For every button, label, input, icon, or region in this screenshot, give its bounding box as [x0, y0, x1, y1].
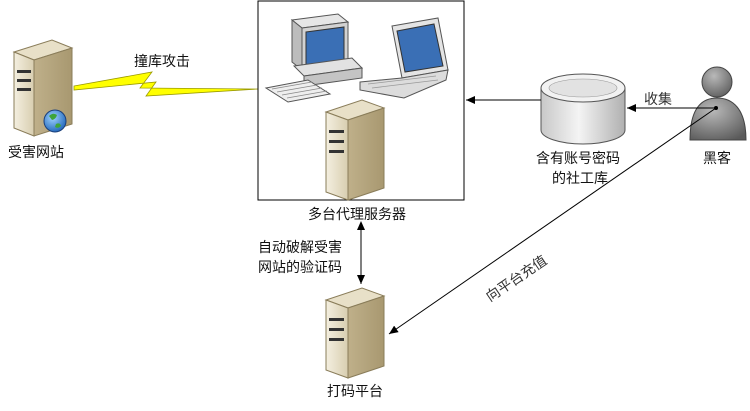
social-db-label-line2: 的社工库	[552, 171, 608, 187]
lightning-bolt-icon	[73, 71, 259, 97]
desktop-computer-icon	[264, 13, 364, 103]
captcha-server-icon	[324, 287, 386, 379]
hacker-icon	[689, 66, 747, 141]
hacker-to-captcha-arrow	[388, 107, 717, 335]
social-db-label-line1: 含有账号密码	[536, 150, 620, 167]
captcha-platform-label: 打码平台	[327, 383, 383, 400]
database-icon	[540, 73, 626, 145]
laptop-icon	[359, 17, 449, 99]
captcha-crack-label-line2: 网站的验证码	[258, 260, 342, 276]
recharge-label: 向平台充值	[483, 253, 550, 305]
victim-site-label: 受害网站	[8, 145, 64, 161]
proxy-servers-box	[257, 0, 465, 201]
victim-server-icon	[12, 39, 74, 137]
proxy-server-icon	[324, 99, 386, 201]
hacker-origin-dot	[714, 106, 718, 110]
proxy-servers-label: 多台代理服务器	[308, 206, 406, 223]
captcha-crack-label-line1: 自动破解受害	[258, 240, 342, 256]
collect-label: 收集	[644, 91, 672, 108]
credential-stuffing-label: 撞库攻击	[134, 54, 190, 70]
hacker-label: 黑客	[703, 150, 731, 167]
